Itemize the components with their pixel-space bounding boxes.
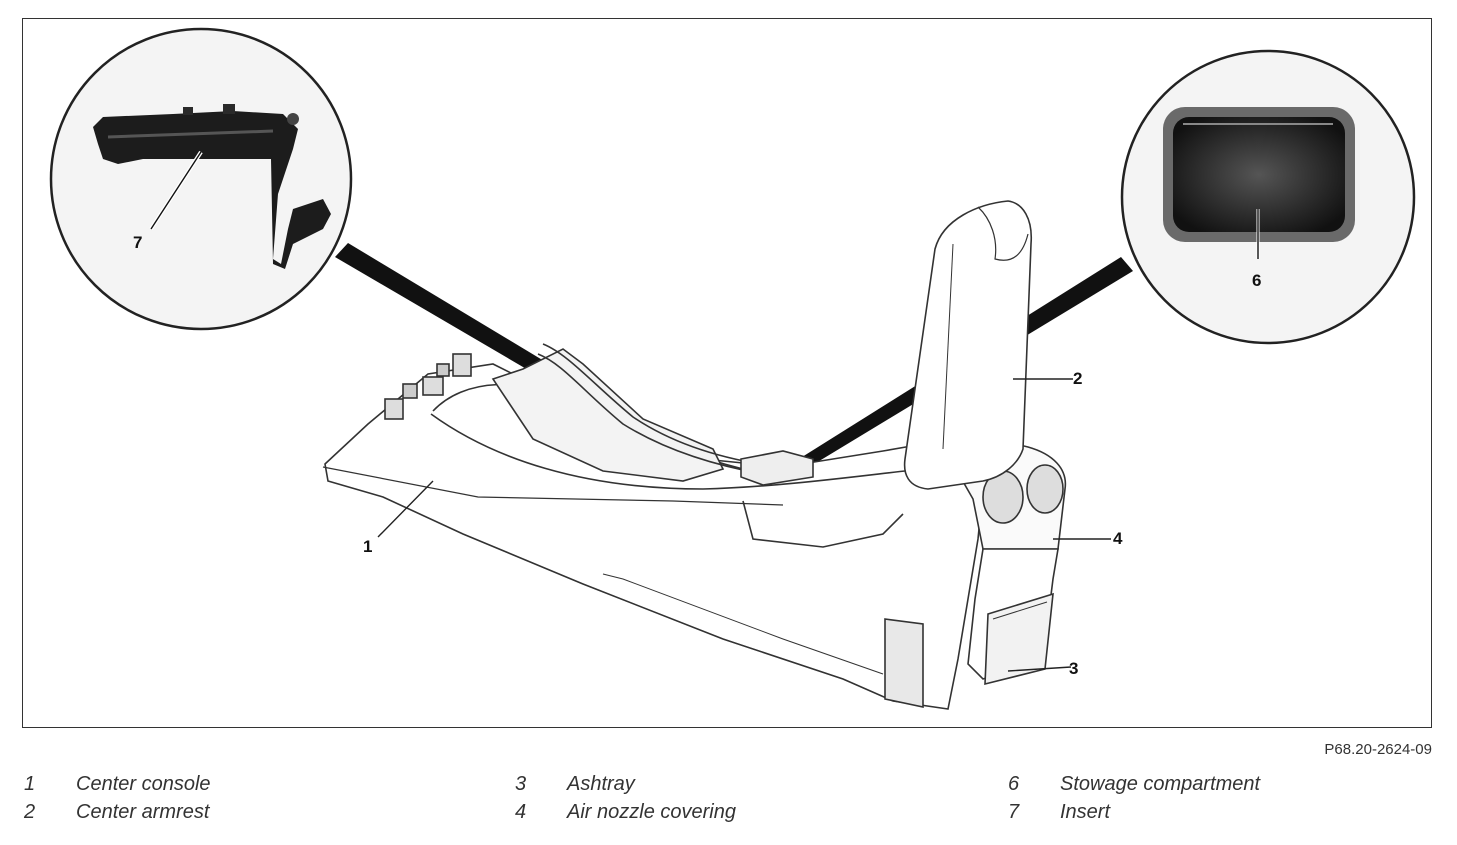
legend-number: 2 bbox=[24, 801, 36, 823]
legend-label: Center armrest bbox=[76, 801, 210, 823]
callout-2: 2 bbox=[1073, 369, 1083, 388]
magnifier-insert bbox=[49, 27, 353, 331]
center-console-illustration bbox=[49, 27, 1416, 710]
callout-6: 6 bbox=[1252, 271, 1262, 290]
legend-number: 6 bbox=[1008, 773, 1020, 795]
callout-3: 3 bbox=[1069, 659, 1079, 678]
legend-label: Stowage compartment bbox=[1060, 773, 1261, 795]
callout-7: 7 bbox=[133, 233, 143, 252]
legend-label: Insert bbox=[1060, 801, 1111, 823]
center-console bbox=[322, 343, 1067, 710]
legend-number: 4 bbox=[515, 801, 527, 823]
callout-leaders bbox=[377, 378, 1111, 672]
callout-4: 4 bbox=[1113, 529, 1123, 548]
legend-number: 7 bbox=[1008, 801, 1020, 823]
legend-label: Center console bbox=[76, 773, 211, 795]
center-armrest bbox=[903, 200, 1033, 490]
legend-label: Ashtray bbox=[567, 773, 635, 795]
callout-1: 1 bbox=[363, 537, 373, 556]
diagram-frame: 1 2 3 4 6 7 bbox=[22, 18, 1432, 728]
magnifier-stowage-compartment bbox=[1120, 49, 1416, 345]
legend-label: Air nozzle covering bbox=[567, 801, 736, 823]
legend-number: 3 bbox=[515, 773, 527, 795]
legend-number: 1 bbox=[24, 773, 36, 795]
figure-reference-code: P68.20-2624-09 bbox=[1324, 741, 1432, 758]
